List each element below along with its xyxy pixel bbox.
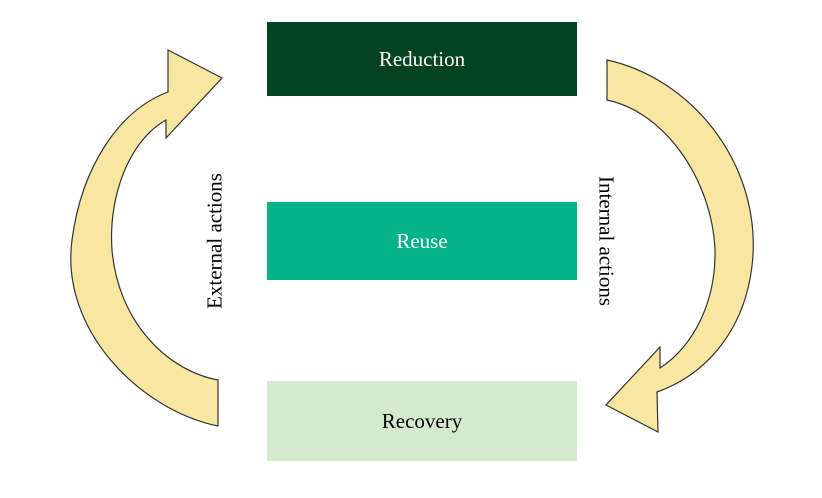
reduction-box: Reduction	[267, 22, 577, 96]
recovery-label: Recovery	[381, 408, 463, 433]
internal-actions-label: Internal actions	[594, 175, 619, 307]
reuse-box: Reuse	[267, 202, 577, 280]
right-curved-arrow	[605, 59, 754, 434]
left-curved-arrow	[70, 49, 223, 427]
reduction-label: Reduction	[378, 46, 466, 71]
external-actions-label: External actions	[202, 173, 227, 309]
recovery-box: Recovery	[267, 381, 577, 461]
reuse-label: Reuse	[396, 228, 448, 253]
